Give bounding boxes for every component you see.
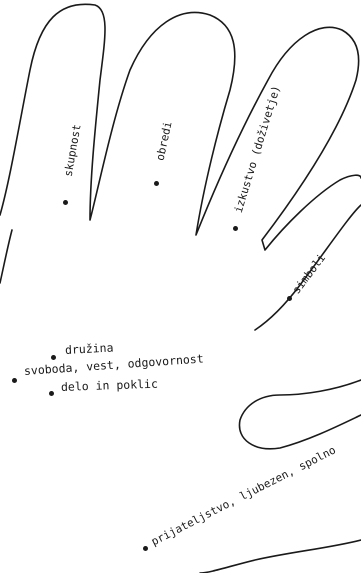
bullet-dot [63, 200, 68, 205]
bullet-dot [51, 355, 56, 360]
bullet-dot [287, 296, 292, 301]
bullet-dot [12, 378, 17, 383]
bullet-dot [233, 226, 238, 231]
bullet-dot [154, 181, 159, 186]
bullet-dot [143, 546, 148, 551]
hand-outline-path [0, 4, 361, 573]
bullet-dot [49, 391, 54, 396]
palm-label-druzina: družina [65, 340, 114, 357]
